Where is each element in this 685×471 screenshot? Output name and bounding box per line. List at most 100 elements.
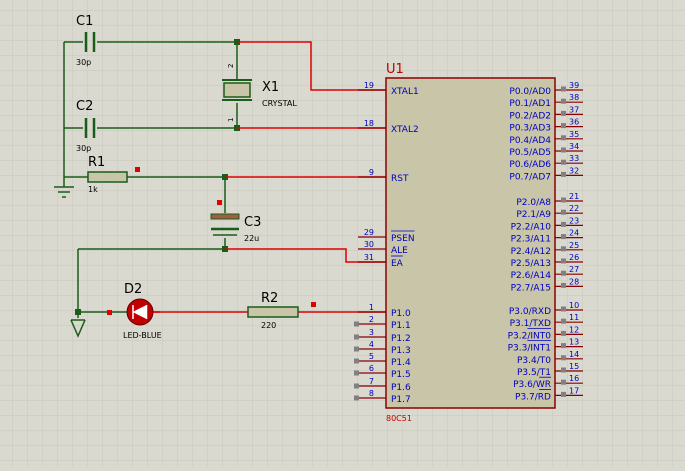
r1-value: 1k <box>88 185 98 194</box>
x1-pin1-label: 1 <box>227 118 235 122</box>
u1-pin-left-8[interactable]: 8P1.7 <box>354 389 411 405</box>
pin-number: 33 <box>569 154 579 163</box>
pin-end-marker <box>561 135 566 141</box>
pin-markers-red <box>107 167 316 315</box>
pin-name: P3.7/RD <box>515 392 551 402</box>
pin-name: P3.5/T1 <box>517 368 551 378</box>
ic-u1-80c51[interactable]: U1 80C51 19XTAL118XTAL29RST29PSEN30ALE31… <box>354 62 583 423</box>
pin-end-marker <box>354 334 359 340</box>
pin-name: P1.5 <box>391 370 411 380</box>
pin-number: 14 <box>569 350 579 359</box>
c3-ref: C3 <box>244 215 261 230</box>
d2-value: LED-BLUE <box>123 331 162 340</box>
pin-name: P1.3 <box>391 346 411 356</box>
pin-name: P2.4/A12 <box>511 247 551 257</box>
led-d2[interactable]: D2 LED-BLUE <box>120 282 162 340</box>
pin-name: P2.3/A11 <box>511 235 551 245</box>
capacitor-c1[interactable]: C1 30p <box>76 14 96 67</box>
pin-end-marker <box>561 234 566 240</box>
u1-body[interactable] <box>385 77 556 409</box>
pin-name: P3.6/WR <box>513 380 551 390</box>
pin-name: XTAL2 <box>391 125 419 135</box>
u1-pin-left-3[interactable]: 3P1.2 <box>354 328 411 344</box>
pin-end-marker <box>561 330 566 336</box>
r2-value: 220 <box>261 321 276 330</box>
pin-name: P0.6/AD6 <box>509 160 551 170</box>
pin-number: 16 <box>569 374 579 383</box>
u1-pin-left-2[interactable]: 2P1.1 <box>354 315 411 331</box>
pin-name: P3.2/INT0 <box>508 331 552 341</box>
c2-ref: C2 <box>76 99 93 114</box>
capacitor-c2[interactable]: C2 30p <box>76 99 96 153</box>
pin-name: P1.1 <box>391 321 411 331</box>
pin-name: P2.7/A15 <box>511 283 551 293</box>
pin-end-marker <box>561 209 566 215</box>
pin-end-marker <box>561 221 566 227</box>
pin-number: 4 <box>369 340 374 349</box>
u1-pin-left-5[interactable]: 5P1.4 <box>354 352 411 368</box>
resistor-r2[interactable]: R2 220 <box>247 291 299 330</box>
pin-end-marker <box>561 147 566 153</box>
pin-end-marker <box>354 383 359 389</box>
pin-name: P2.6/A14 <box>511 271 552 281</box>
u1-pin-left-6[interactable]: 6P1.5 <box>354 364 411 380</box>
pin-name: ALE <box>391 246 408 256</box>
pin-number: 10 <box>569 301 579 310</box>
pin-end-marker <box>561 197 566 203</box>
pin-number: 37 <box>569 105 579 114</box>
crystal-x1[interactable]: 2 1 X1 CRYSTAL <box>222 64 297 122</box>
u1-pin-left-1[interactable]: 1P1.0 <box>358 303 411 319</box>
c1-ref: C1 <box>76 14 93 29</box>
pin-name: P2.1/A9 <box>516 210 551 220</box>
pin-number: 23 <box>569 216 579 225</box>
pin-end-marker <box>561 391 566 397</box>
pin-end-marker <box>561 171 566 177</box>
pin-name: P2.5/A13 <box>511 259 551 269</box>
resistor-r1[interactable]: R1 1k <box>87 155 128 194</box>
pin-number: 34 <box>569 142 579 151</box>
pin-name: P0.2/AD2 <box>509 111 551 121</box>
c1-value: 30p <box>76 58 91 67</box>
pin-number: 9 <box>369 168 374 177</box>
pin-name: P1.4 <box>391 358 411 368</box>
x1-ref: X1 <box>262 80 279 95</box>
x1-value: CRYSTAL <box>262 99 297 108</box>
u1-pin-left-4[interactable]: 4P1.3 <box>354 340 411 356</box>
u1-pin-left-7[interactable]: 7P1.6 <box>354 377 411 393</box>
pin-end-marker <box>561 367 566 373</box>
capacitor-c3[interactable]: C3 22u <box>210 213 261 243</box>
